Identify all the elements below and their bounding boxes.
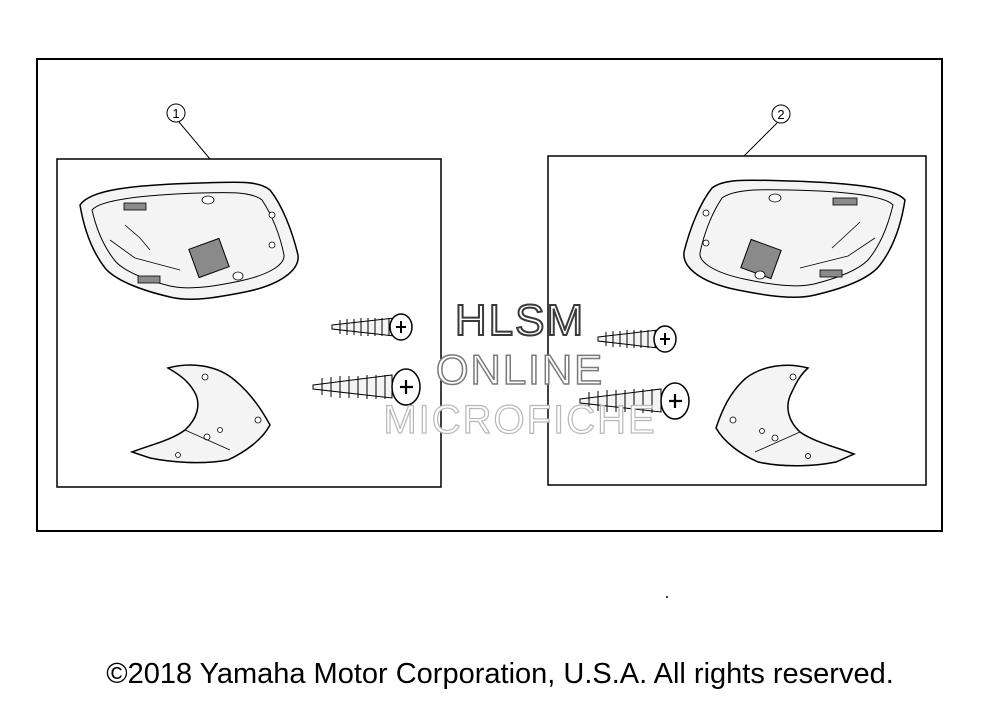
watermark-line-1: HLSM (454, 295, 586, 346)
callout-1-leader (178, 121, 211, 160)
kit-1-box (56, 158, 442, 488)
left-deflector (129, 364, 271, 464)
callout-2-label: 2 (777, 107, 784, 122)
watermark-line-3: MICROFICHE (383, 397, 657, 442)
watermark-line-2: ONLINE (435, 345, 605, 394)
right-small-screw (597, 325, 677, 353)
outer-frame (36, 58, 943, 532)
right-large-screw (579, 382, 690, 420)
left-large-screw (312, 368, 421, 406)
kit-2-group: 2 (547, 104, 927, 486)
left-handguard-shell (79, 181, 299, 301)
stray-dot (666, 596, 668, 598)
callout-1-label: 1 (172, 106, 179, 121)
right-deflector (715, 364, 856, 467)
copyright-notice: ©2018 Yamaha Motor Corporation, U.S.A. A… (106, 658, 894, 690)
kit-1-group: 1 (56, 103, 442, 488)
kit-2-box (547, 155, 927, 486)
right-handguard-shell (683, 179, 906, 299)
callout-1-circle (166, 103, 186, 123)
left-small-screw (331, 313, 413, 341)
callout-2-circle (771, 104, 791, 124)
callout-2-leader (743, 122, 778, 157)
